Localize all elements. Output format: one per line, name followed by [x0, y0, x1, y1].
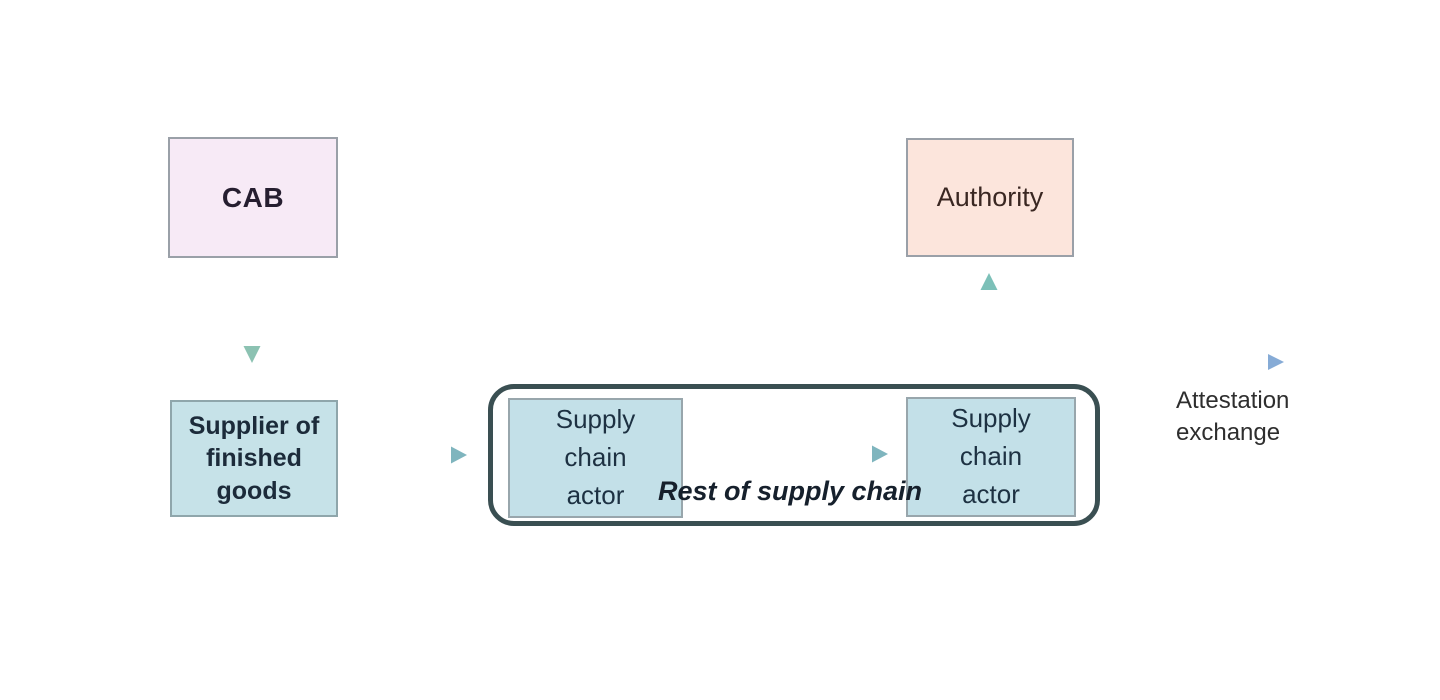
rest-of-supply-chain-label: Rest of supply chain — [657, 476, 923, 506]
cab-node: CAB — [168, 137, 338, 258]
rest-of-supply-chain-group — [488, 384, 1100, 526]
supply-chain-actor-left-node: Supply chain actor — [508, 398, 683, 518]
legend-attestation-arrow — [1186, 354, 1284, 370]
arrow-cab-to-supplier — [243, 272, 261, 363]
supply-chain-actor-right-label: Supply chain actor — [951, 403, 1031, 509]
authority-label: Authority — [936, 182, 1044, 212]
arrow-actor-to-authority — [980, 273, 998, 366]
supplier-label: Supplier of finished goods — [188, 411, 320, 505]
legend-attestation-exchange-label: Attestation exchange — [1176, 387, 1290, 447]
cab-label: CAB — [221, 181, 285, 213]
arrow-supplier-to-group — [352, 446, 467, 464]
supply-chain-actor-left-label: Supply chain actor — [555, 404, 636, 510]
authority-node: Authority — [906, 138, 1074, 257]
supply-chain-actor-right-node: Supply chain actor — [906, 397, 1076, 517]
supplier-of-finished-goods-node: Supplier of finished goods — [170, 400, 338, 517]
